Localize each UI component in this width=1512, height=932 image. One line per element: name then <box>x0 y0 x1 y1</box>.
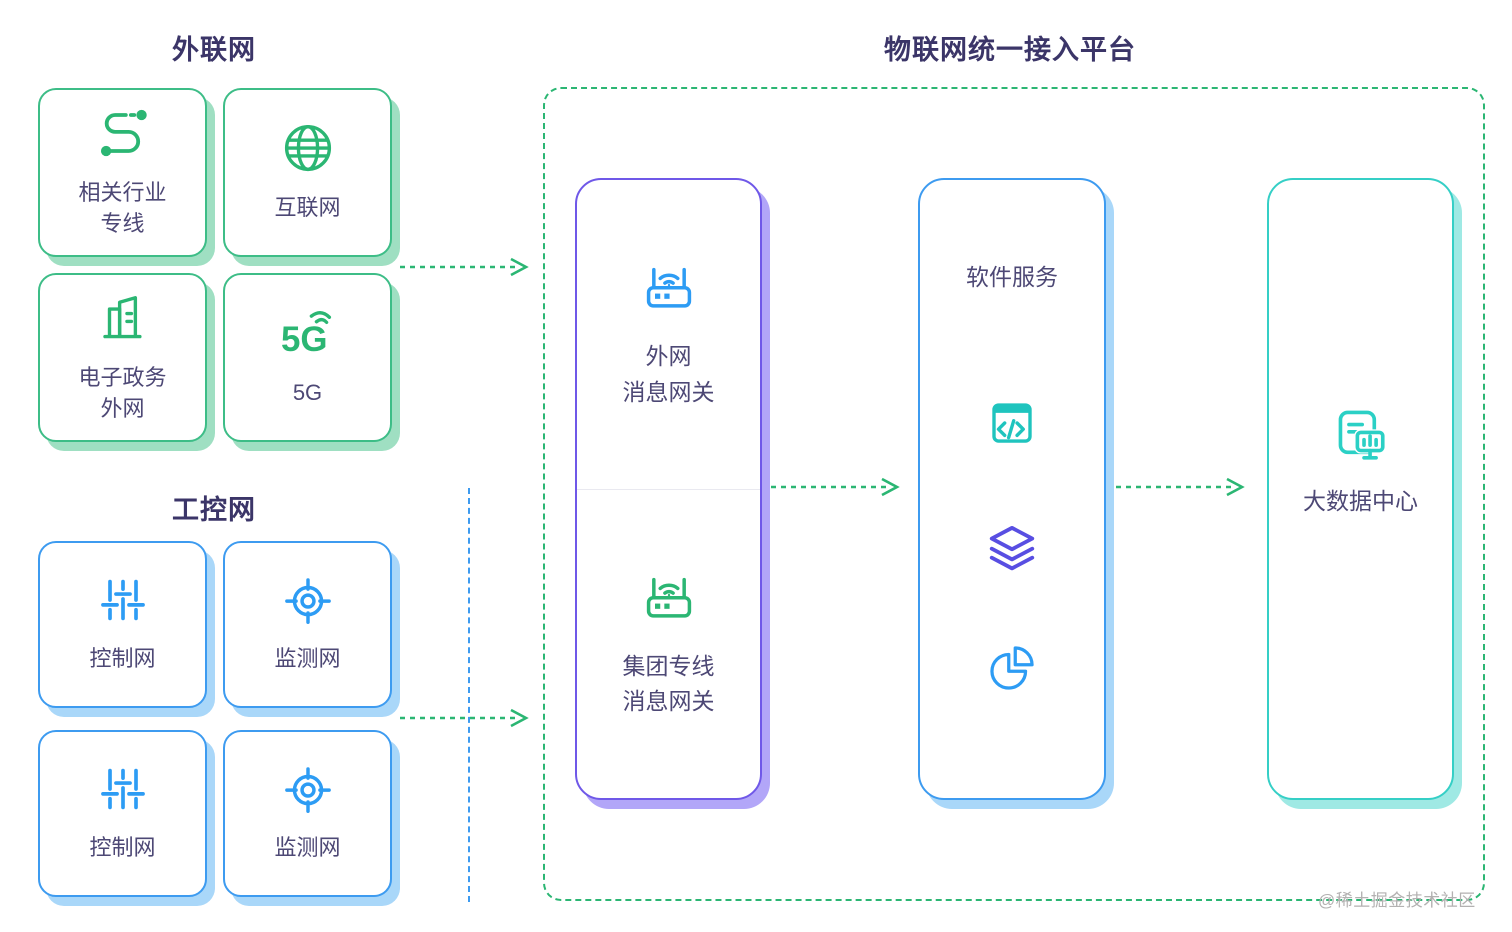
router-icon <box>641 568 697 629</box>
node-5g: 5G 5G <box>223 273 392 442</box>
node-control-net-1: 控制网 <box>38 541 207 708</box>
node-label: 监测网 <box>274 835 341 861</box>
external-gateway-section: 外网 消息网关 <box>577 180 760 490</box>
node-monitor-net-1: 监测网 <box>223 541 392 708</box>
data-center-icon <box>1269 404 1452 462</box>
bigdata-label: 大数据中心 <box>1303 488 1418 514</box>
node-industry-line: 相关行业 专线 <box>38 88 207 257</box>
target-icon <box>282 574 334 631</box>
node-monitor-net-2: 监测网 <box>223 730 392 897</box>
sliders-icon <box>97 574 149 631</box>
watermark: @稀土掘金技术社区 <box>1318 891 1476 910</box>
node-label: 相关行业 专线 <box>78 179 167 236</box>
node-egov-extranet: 电子政务 外网 <box>38 273 207 442</box>
layers-icon <box>920 520 1104 574</box>
pie-chart-icon <box>920 642 1104 694</box>
node-label: 监测网 <box>274 646 341 672</box>
gateway-label: 集团专线 消息网关 <box>622 652 715 715</box>
5g-icon: 5G <box>279 306 337 365</box>
code-window-icon <box>920 396 1104 450</box>
group-line-gateway-section: 集团专线 消息网关 <box>577 490 760 799</box>
bigdata-panel: 大数据中心 <box>1267 178 1454 800</box>
sliders-icon <box>97 763 149 820</box>
vertical-connector-line <box>468 488 470 902</box>
arrow-industrial-to-platform <box>400 708 529 728</box>
platform-heading: 物联网统一接入平台 <box>884 35 1136 65</box>
globe-icon <box>281 121 335 180</box>
route-icon <box>96 106 150 165</box>
platform-container <box>543 87 1485 901</box>
gov-building-icon <box>96 291 150 350</box>
arrow-gateway-to-software <box>771 477 900 497</box>
node-label: 控制网 <box>89 835 156 861</box>
software-services-panel: 软件服务 <box>918 178 1106 800</box>
industrial-heading: 工控网 <box>172 495 256 525</box>
svg-text:5G: 5G <box>281 320 328 359</box>
extranet-heading: 外联网 <box>172 35 256 65</box>
node-label: 控制网 <box>89 646 156 672</box>
software-services-title: 软件服务 <box>966 264 1058 290</box>
target-icon <box>282 763 334 820</box>
node-control-net-2: 控制网 <box>38 730 207 897</box>
node-label: 互联网 <box>274 195 341 221</box>
node-label: 5G <box>292 380 323 406</box>
gateway-label: 外网 消息网关 <box>622 343 715 405</box>
node-internet: 互联网 <box>223 88 392 257</box>
router-icon <box>641 258 697 319</box>
arrow-extranet-to-platform <box>400 257 529 277</box>
arrow-software-to-bigdata <box>1116 477 1245 497</box>
node-label: 电子政务 外网 <box>78 364 167 421</box>
gateway-panel: 外网 消息网关 集团专线 消息网关 <box>575 178 762 800</box>
